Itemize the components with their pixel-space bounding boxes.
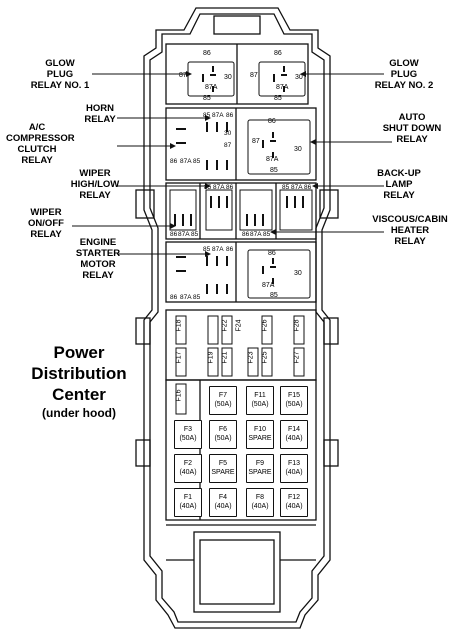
terminal-label-87a: 87A xyxy=(266,156,279,163)
mini-fuse-label: F23 xyxy=(247,351,255,364)
mini-fuse-label: F21 xyxy=(221,351,229,364)
terminal-label-87: 87 xyxy=(252,138,260,145)
fuse-f11: F11(50A) xyxy=(246,386,274,415)
fuse-f14: F14(40A) xyxy=(280,420,308,449)
terminal-label-86: 86 xyxy=(170,158,178,165)
terminal-label-85: 85 xyxy=(203,246,211,253)
terminal-label-86: 86 xyxy=(268,250,276,257)
terminal-label-87: 87 xyxy=(250,72,258,79)
terminal-label-87a: 87A xyxy=(291,184,303,191)
terminal-label-86: 86 xyxy=(268,118,276,125)
terminal-label-85: 85 xyxy=(204,184,212,191)
terminal-label-87a: 87A xyxy=(276,84,289,91)
glow-plug-relay-1-label: GLOW PLUG RELAY NO. 1 xyxy=(30,58,90,91)
auto-shut-down-relay-label: AUTO SHUT DOWN RELAY xyxy=(382,112,442,145)
mini-fuse-label: F28 xyxy=(293,319,301,332)
fuse-f8: F8(40A) xyxy=(246,488,274,517)
caption-line-4: (under hood) xyxy=(42,406,116,420)
terminal-label-85: 85 xyxy=(191,231,199,238)
glow-plug-relay-2-label: GLOW PLUG RELAY NO. 2 xyxy=(374,58,434,91)
terminal-label-85: 85 xyxy=(203,112,211,119)
terminal-label-30: 30 xyxy=(224,130,232,137)
terminal-label-30: 30 xyxy=(294,270,302,277)
terminal-label-85: 85 xyxy=(193,294,201,301)
terminal-label-87a: 87A xyxy=(212,246,224,253)
terminal-label-86: 86 xyxy=(226,246,234,253)
horn-relay-label: HORN RELAY xyxy=(84,103,116,125)
mini-fuse-label: F27 xyxy=(293,351,301,364)
caption-line-1: Power xyxy=(53,343,105,362)
fuse-f2: F2(40A) xyxy=(174,454,202,483)
mini-fuse-label: F18 xyxy=(175,319,183,332)
terminal-label-86: 86 xyxy=(242,231,250,238)
terminal-label-85: 85 xyxy=(282,184,290,191)
terminal-label-86: 86 xyxy=(226,184,234,191)
engine-starter-motor-relay-label: ENGINE STARTER MOTOR RELAY xyxy=(75,237,121,281)
wiper-on-off-relay-label: WIPER ON/OFF RELAY xyxy=(28,207,64,240)
caption-line-2: Distribution xyxy=(31,364,127,383)
terminal-label-87a: 87A xyxy=(180,294,192,301)
back-up-lamp-relay-label: BACK-UP LAMP RELAY xyxy=(377,168,421,201)
fuse-f15: F15(50A) xyxy=(280,386,308,415)
terminal-label-87a: 87A xyxy=(178,231,190,238)
terminal-label-30: 30 xyxy=(295,74,303,81)
wiper-high-low-relay-label: WIPER HIGH/LOW RELAY xyxy=(70,168,120,201)
viscous-cabin-heater-relay-label: VISCOUS/CABIN HEATER RELAY xyxy=(372,214,448,247)
mini-fuse-label: F22 xyxy=(221,319,229,332)
caption-line-3: Center xyxy=(52,385,106,404)
fuse-f3: F3(50A) xyxy=(174,420,202,449)
ac-compressor-clutch-relay-label: A/C COMPRESSOR CLUTCH RELAY xyxy=(6,122,75,166)
fuse-f6: F6(50A) xyxy=(209,420,237,449)
terminal-label-30: 30 xyxy=(294,146,302,153)
terminal-label-86: 86 xyxy=(274,50,282,57)
terminal-label-87a: 87A xyxy=(205,84,218,91)
terminal-label-86: 86 xyxy=(304,184,312,191)
fuse-f13: F13(40A) xyxy=(280,454,308,483)
terminal-label-85: 85 xyxy=(203,95,211,102)
mini-fuse-label: F17 xyxy=(175,351,183,364)
terminal-label-86: 86 xyxy=(226,112,234,119)
terminal-label-85: 85 xyxy=(270,292,278,299)
terminal-label-87a: 87A xyxy=(262,282,275,289)
terminal-label-87a: 87A xyxy=(250,231,262,238)
mini-fuse-label: F25 xyxy=(261,351,269,364)
terminal-label-30: 30 xyxy=(224,74,232,81)
terminal-label-87: 87 xyxy=(179,72,187,79)
terminal-label-86: 86 xyxy=(170,231,178,238)
terminal-label-87a: 87A xyxy=(212,112,224,119)
terminal-label-87a: 87A xyxy=(213,184,225,191)
diagram-caption: Power Distribution Center (under hood) xyxy=(14,342,144,421)
terminal-label-86: 86 xyxy=(170,294,178,301)
terminal-label-85: 85 xyxy=(263,231,271,238)
terminal-label-85: 85 xyxy=(274,95,282,102)
fuse-f7: F7(50A) xyxy=(209,386,237,415)
terminal-label-86: 86 xyxy=(203,50,211,57)
terminal-label-87: 87 xyxy=(224,142,232,149)
terminal-label-85: 85 xyxy=(270,167,278,174)
fuse-f4: F4(40A) xyxy=(209,488,237,517)
mini-fuse-label: F16 xyxy=(175,389,183,402)
mini-fuse-label: F26 xyxy=(261,319,269,332)
terminal-label-87a: 87A xyxy=(180,158,192,165)
fuse-f12: F12(40A) xyxy=(280,488,308,517)
mini-fuse-label: F19 xyxy=(207,351,215,364)
terminal-label-85: 85 xyxy=(193,158,201,165)
mini-fuse-label: F24 xyxy=(235,319,243,332)
fuse-f1: F1(40A) xyxy=(174,488,202,517)
